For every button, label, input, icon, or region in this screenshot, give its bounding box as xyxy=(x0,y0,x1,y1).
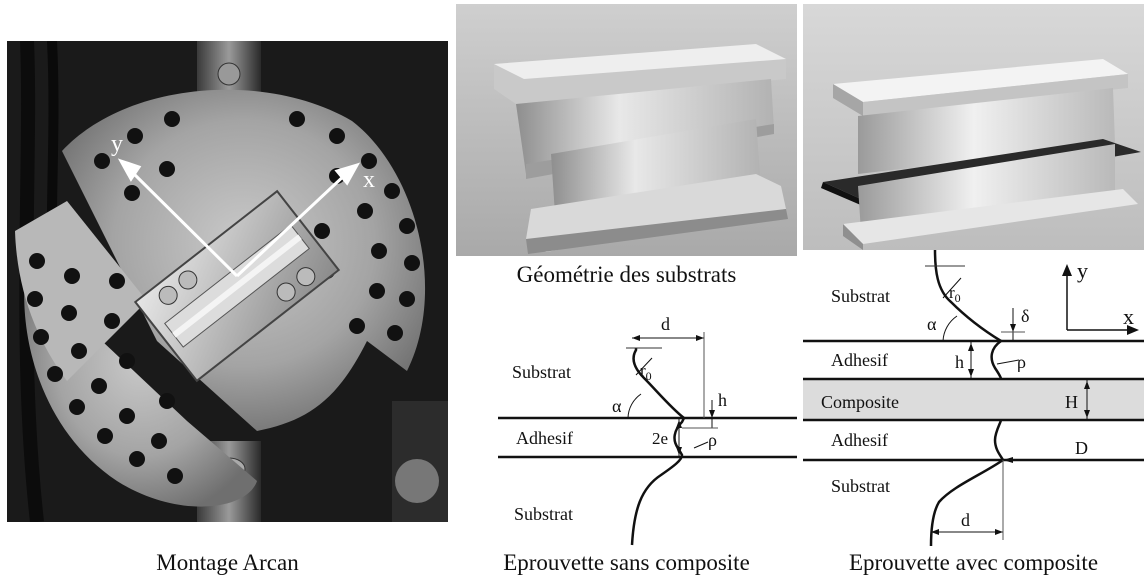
label-adhesif: Adhesif xyxy=(516,428,573,448)
upper-substrate-profile xyxy=(933,250,1004,380)
label-substrat-top: Substrat xyxy=(831,286,890,306)
label-h: h xyxy=(718,390,727,410)
label-composite: Composite xyxy=(821,392,899,412)
label-substrat-bottom: Substrat xyxy=(514,504,573,524)
specimen-composite-drawing xyxy=(803,4,1144,250)
label-delta: δ xyxy=(1021,306,1029,326)
caption-arcan: Montage Arcan xyxy=(156,550,299,575)
substrate-profile xyxy=(630,348,686,546)
alpha-arc xyxy=(627,393,642,419)
label-r0: r0 xyxy=(640,361,652,383)
label-rho: ρ xyxy=(708,430,717,450)
arcan-axis-y-label: y xyxy=(111,131,123,157)
label-alpha: α xyxy=(927,314,937,334)
caption-without-composite: Eprouvette sans composite xyxy=(503,550,750,575)
label-rho: ρ xyxy=(1017,352,1026,372)
arcan-photo: y x xyxy=(7,41,448,522)
label-d: d xyxy=(961,510,970,530)
label-2e: 2e xyxy=(652,429,668,448)
label-D: D xyxy=(1075,438,1088,458)
caption-with-composite: Eprouvette avec composite xyxy=(848,550,1099,575)
diagram-without-composite: Substrat Adhesif Substrat d r0 α h 2e ρ xyxy=(456,300,797,546)
diagram-with-composite: Substrat Adhesif Composite Adhesif Subst… xyxy=(803,250,1144,546)
specimen-composite-photo xyxy=(803,4,1144,250)
label-substrat-bottom: Substrat xyxy=(831,476,890,496)
label-d: d xyxy=(661,314,670,334)
r0-radius-line xyxy=(635,357,653,376)
arcan-axis-x-label: x xyxy=(363,167,375,193)
label-adhesif-top: Adhesif xyxy=(831,350,888,370)
label-alpha: α xyxy=(612,396,622,416)
axis-y-label: y xyxy=(1077,258,1088,283)
caption-geometry: Géométrie des substrats xyxy=(516,262,737,287)
arcan-photo-drawing: y x xyxy=(7,41,448,522)
label-substrat-top: Substrat xyxy=(512,362,571,382)
axis-x-label: x xyxy=(1123,304,1134,329)
substrate-geometry-drawing xyxy=(456,4,797,256)
label-h: h xyxy=(955,352,964,372)
label-H: H xyxy=(1065,392,1078,412)
label-adhesif-bottom: Adhesif xyxy=(831,430,888,450)
substrate-geometry-photo xyxy=(456,4,797,256)
diagram-with-drawing: Substrat Adhesif Composite Adhesif Subst… xyxy=(803,250,1144,546)
diagram-without-drawing: Substrat Adhesif Substrat d r0 α h 2e ρ xyxy=(498,314,797,546)
label-r0: r0 xyxy=(949,283,961,305)
